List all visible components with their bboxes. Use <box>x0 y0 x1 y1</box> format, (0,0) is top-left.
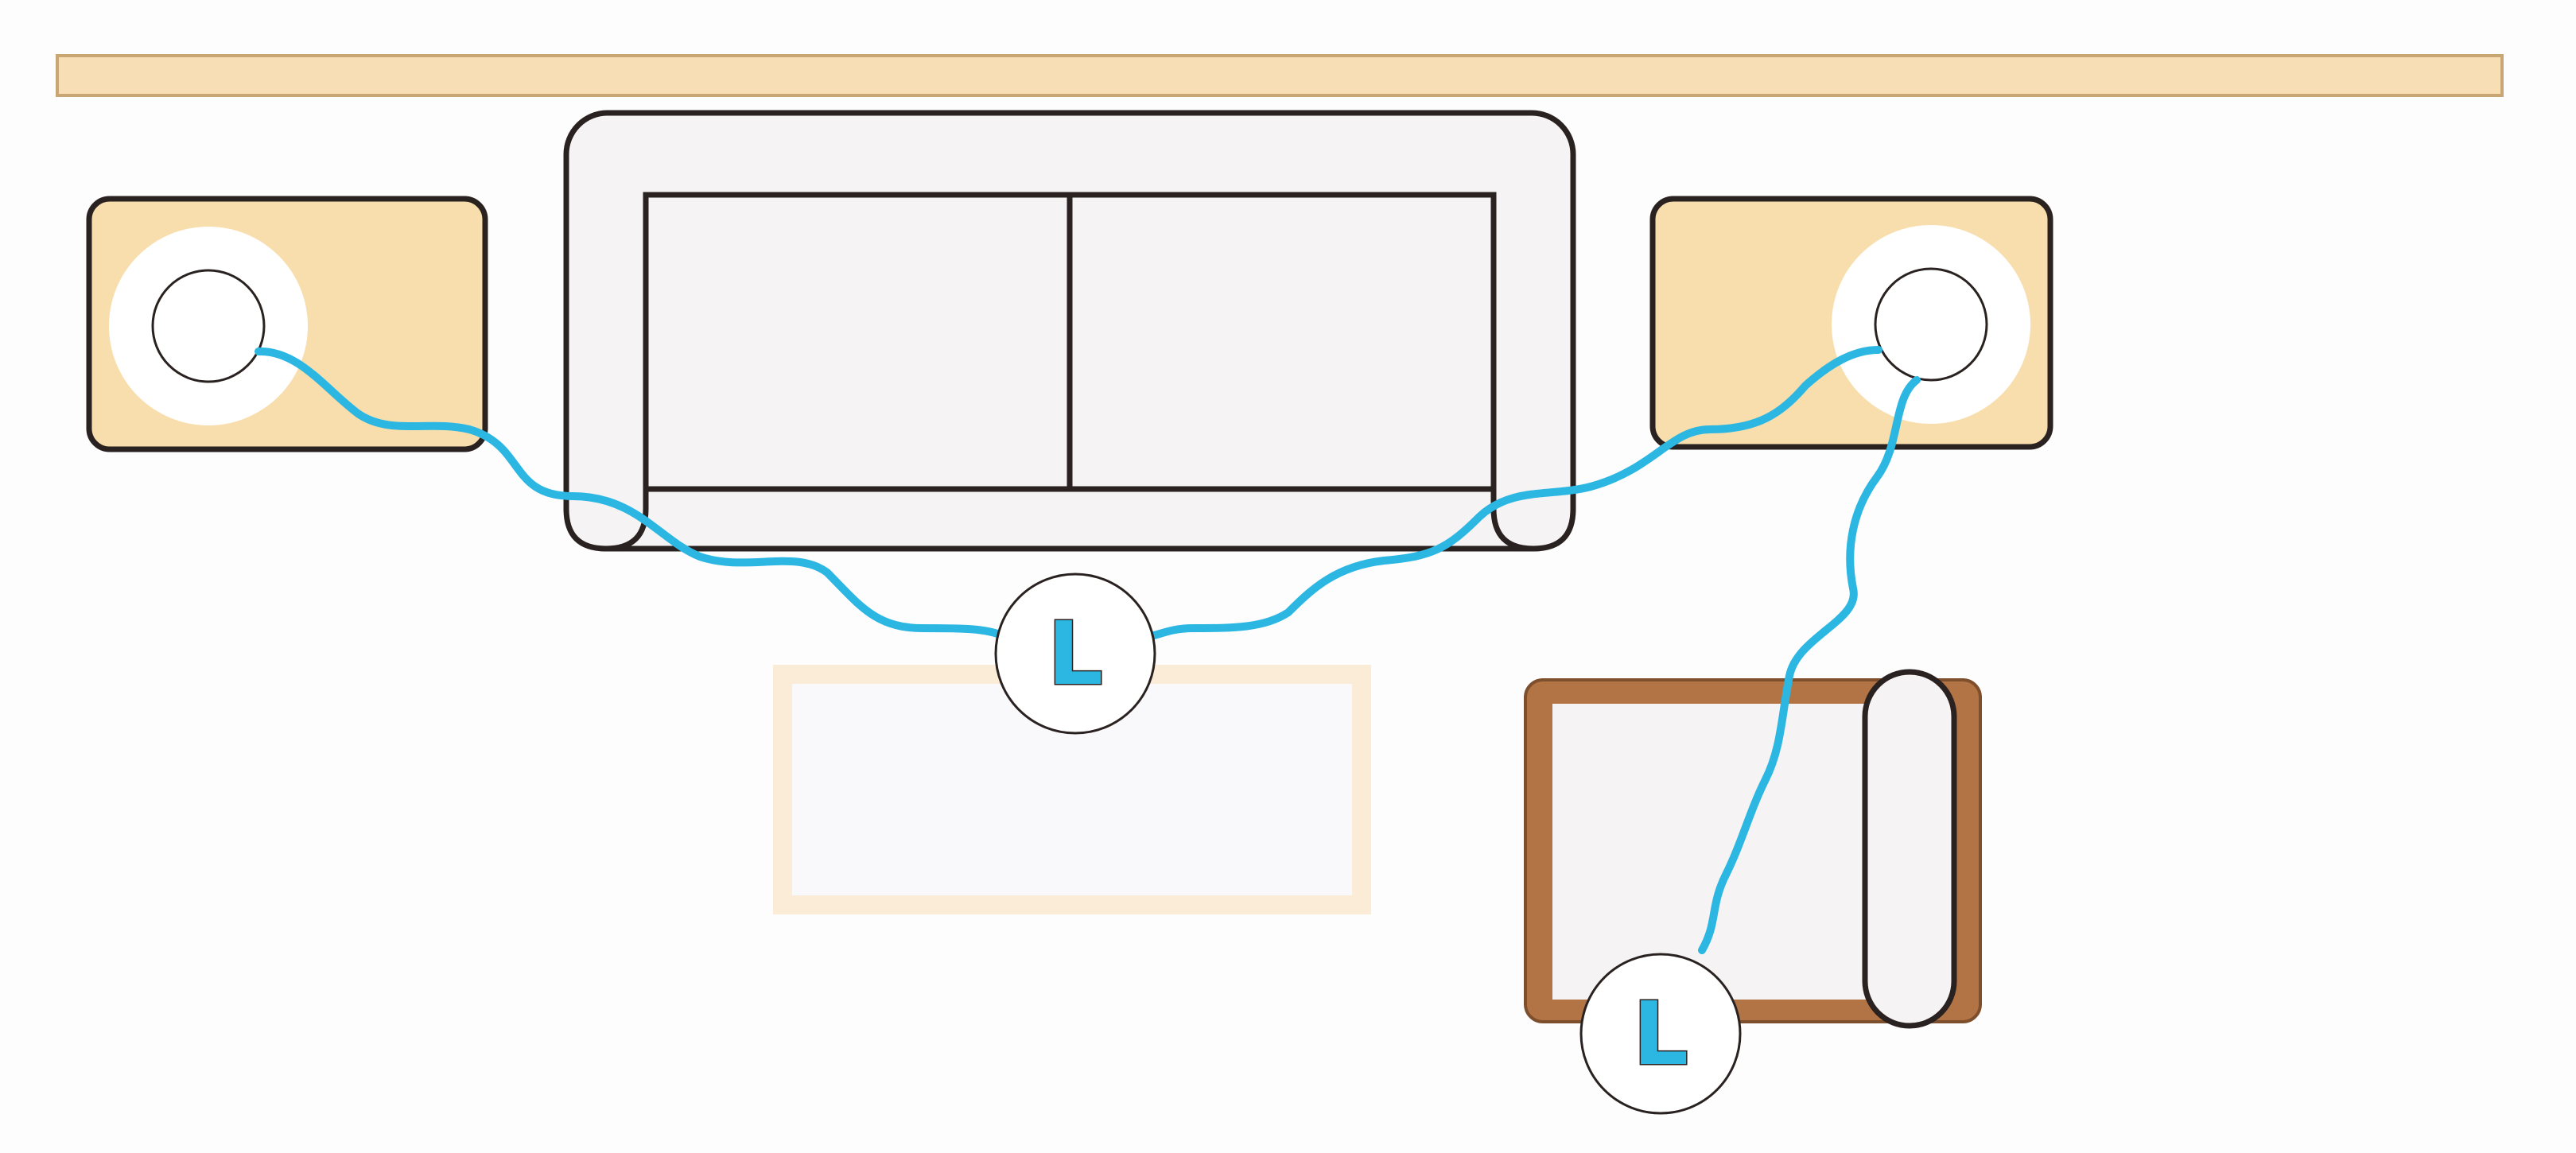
sofa-arm-right <box>1490 489 1576 552</box>
end-table-right <box>1649 196 2053 450</box>
lamp-icon <box>1579 953 1742 1115</box>
armchair-back-cushion <box>1862 669 1957 1029</box>
wall-icon <box>56 54 2504 97</box>
lamp-label: L <box>1633 983 1688 1085</box>
outlet-icon <box>1874 267 1988 382</box>
lamp-label: L <box>1047 603 1103 705</box>
armchair-seat <box>1552 704 1871 1000</box>
lamp-sofa: L <box>994 573 1156 735</box>
lamp-chair: L <box>1579 953 1742 1115</box>
outlet-icon <box>151 269 266 383</box>
cord-left-outlet-to-lamp <box>254 347 1008 640</box>
sofa-icon <box>563 110 1576 552</box>
cord-right-outlet-to-sofa-lamp <box>1145 346 1882 640</box>
sofa-arm-left <box>563 489 649 552</box>
armchair-icon <box>1524 669 1982 1029</box>
end-table-left <box>86 196 488 452</box>
cord-right-outlet-to-chair-lamp <box>1698 376 1921 954</box>
cord-icon <box>254 346 1921 954</box>
lamp-icon <box>994 573 1156 735</box>
